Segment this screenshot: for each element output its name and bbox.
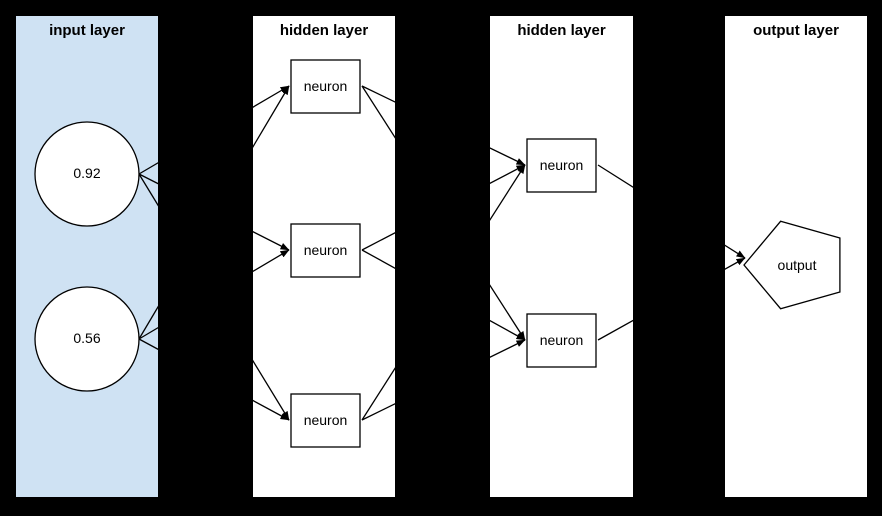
layer-title-input: input layer (49, 22, 125, 39)
node-label-in-2: 0.56 (73, 330, 101, 346)
node-h2-2[interactable] (526, 313, 597, 368)
node-in-2[interactable] (34, 286, 140, 392)
node-label-h2-2: neuron (539, 331, 584, 348)
node-in-1[interactable] (34, 121, 140, 227)
node-h1-1[interactable] (290, 59, 361, 114)
node-label-h1-2: neuron (303, 241, 348, 258)
layer-title-output: output layer (753, 22, 839, 39)
node-label-in-1: 0.92 (73, 165, 101, 181)
node-h1-3[interactable] (290, 393, 361, 448)
node-h1-2[interactable] (290, 223, 361, 278)
node-label-h1-1: neuron (303, 77, 348, 94)
node-label-h2-1: neuron (539, 156, 584, 173)
node-label-out-1: output (777, 257, 817, 273)
node-out-1[interactable] (743, 220, 841, 310)
layer-title-hidden-1: hidden layer (279, 22, 369, 39)
layer-title-hidden-2: hidden layer (517, 22, 606, 39)
layer-panel-input (16, 16, 158, 497)
node-label-h1-3: neuron (303, 411, 348, 428)
node-h2-1[interactable] (526, 138, 597, 193)
